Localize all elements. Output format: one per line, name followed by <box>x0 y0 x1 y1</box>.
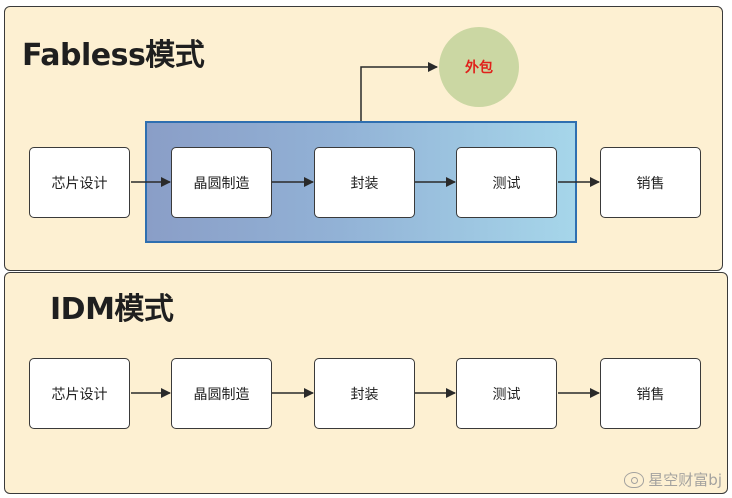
fabless-step-packaging: 封装 <box>314 147 415 218</box>
idm-step-design: 芯片设计 <box>29 358 130 429</box>
step-label: 销售 <box>636 386 665 403</box>
step-label: 晶圆制造 <box>193 175 250 192</box>
fabless-step-testing: 测试 <box>456 147 557 218</box>
step-label: 测试 <box>492 386 521 403</box>
idm-step-sales: 销售 <box>600 358 701 429</box>
step-label: 芯片设计 <box>51 386 108 403</box>
step-label: 晶圆制造 <box>193 386 250 403</box>
step-label: 封装 <box>350 175 379 192</box>
idm-step-packaging: 封装 <box>314 358 415 429</box>
weibo-icon <box>624 471 645 488</box>
idm-step-wafer: 晶圆制造 <box>171 358 272 429</box>
step-label: 封装 <box>350 386 379 403</box>
outsource-arrow <box>360 62 438 121</box>
fabless-step-wafer: 晶圆制造 <box>171 147 272 218</box>
idm-step-testing: 测试 <box>456 358 557 429</box>
fabless-step-sales: 销售 <box>600 147 701 218</box>
watermark-text: 星空财富bj <box>648 471 722 489</box>
fabless-step-design: 芯片设计 <box>29 147 130 218</box>
outsource-label: 外包 <box>465 60 493 76</box>
outsource-node: 外包 <box>439 27 519 107</box>
step-label: 芯片设计 <box>51 175 108 192</box>
watermark: 星空财富bj <box>624 469 722 490</box>
step-label: 测试 <box>492 175 521 192</box>
idm-title: IDM模式 <box>50 292 174 327</box>
fabless-title: Fabless模式 <box>22 38 205 73</box>
step-label: 销售 <box>636 175 665 192</box>
